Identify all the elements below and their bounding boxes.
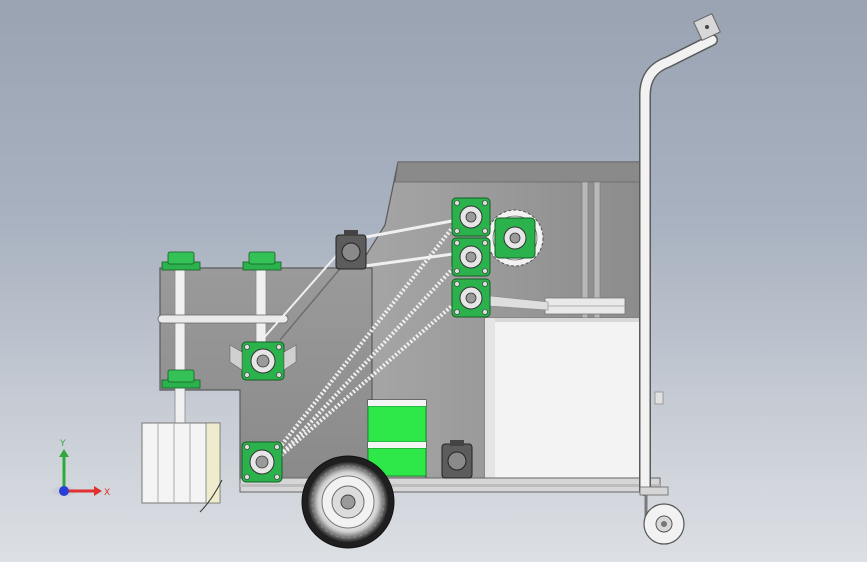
x-axis-head — [94, 486, 102, 496]
control-cabinet — [484, 317, 641, 479]
roller-block — [141, 422, 221, 504]
caster-wheel — [639, 486, 685, 545]
lower-bearing-left — [161, 369, 201, 389]
main-wheel — [301, 455, 395, 549]
belt-6 — [261, 239, 351, 341]
coordinate-triad: X Y — [52, 439, 110, 498]
shaft-mid — [255, 261, 267, 343]
flange-bearing-sprocket — [494, 217, 536, 259]
grey-pillow-block-lower — [441, 440, 473, 479]
x-axis-label: X — [104, 488, 110, 498]
shaft-left — [174, 261, 186, 428]
grey-pillow-block — [335, 230, 367, 270]
flange-bearing-bottom — [241, 441, 283, 483]
housing-roof-band — [394, 161, 641, 183]
chain-3 — [276, 288, 472, 460]
chain-2 — [260, 250, 470, 477]
belt-4 — [349, 216, 469, 242]
flange-bearing-stack-1 — [451, 197, 491, 237]
flange-bearing-stack-3 — [451, 278, 491, 318]
top-bearing-left — [161, 251, 201, 271]
handle-tube — [639, 34, 718, 496]
belt-5 — [349, 250, 469, 270]
y-axis-label: Y — [59, 439, 66, 449]
z-axis-dot — [59, 486, 69, 496]
chain-1 — [260, 216, 462, 472]
green-bin-top — [367, 405, 427, 443]
flange-bearing-mid-left — [241, 341, 285, 381]
y-axis-head — [59, 449, 69, 457]
belt-upper — [157, 314, 289, 324]
top-bearing-right — [242, 251, 282, 271]
flange-bearing-stack-2 — [451, 237, 491, 277]
